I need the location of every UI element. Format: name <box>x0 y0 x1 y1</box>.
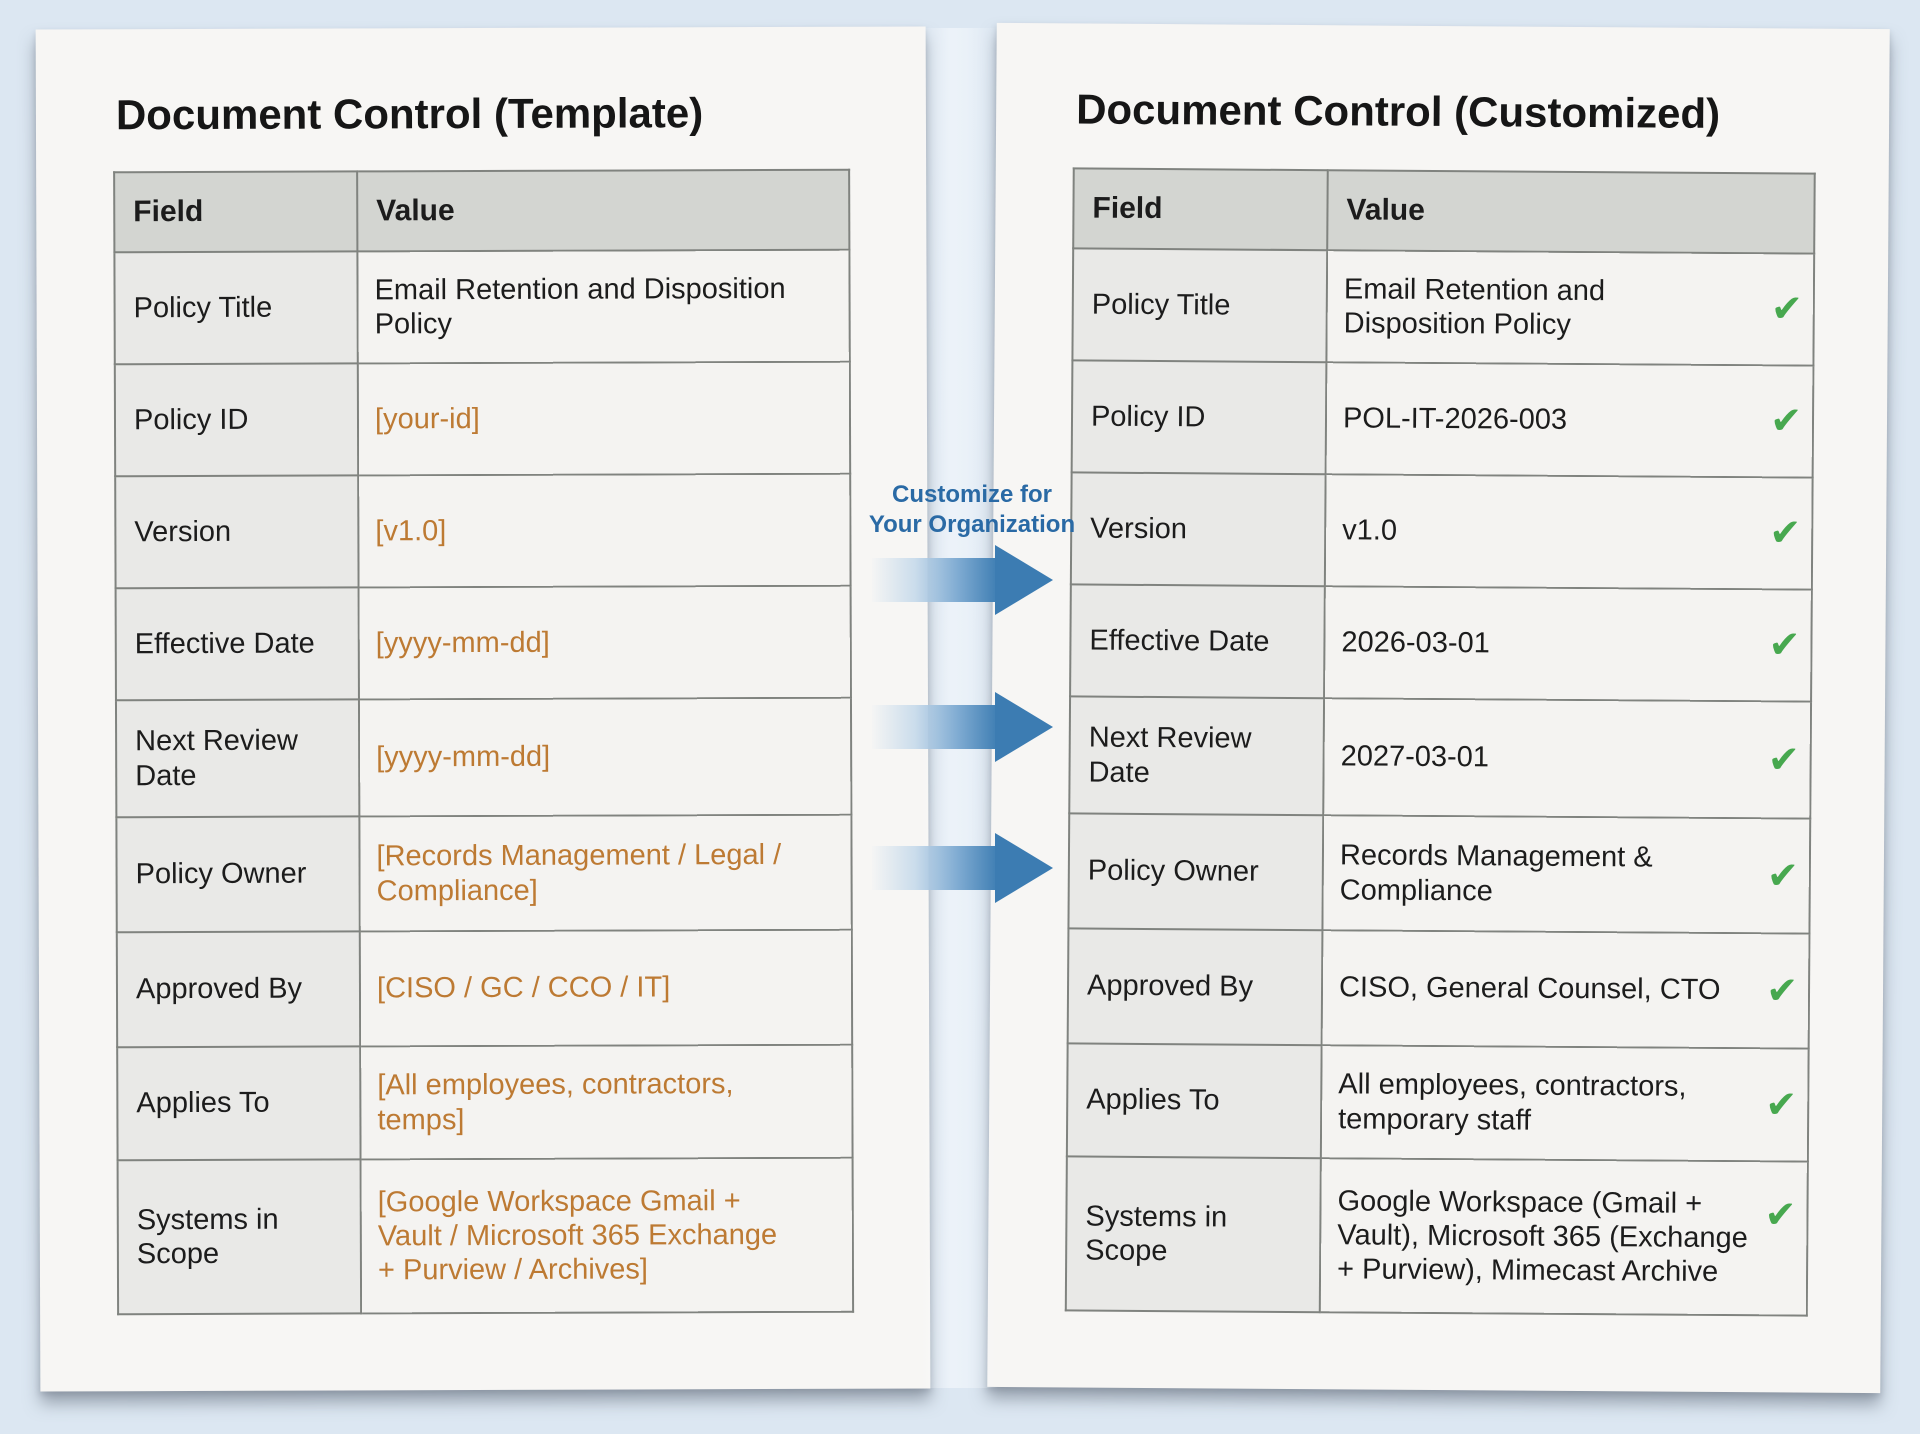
arrow-body <box>872 558 995 602</box>
value-text: 2026-03-01 <box>1341 626 1490 660</box>
table-row: Policy ID POL-IT-2026-003 ✔ <box>1071 360 1814 478</box>
field-label: Effective Date <box>115 587 359 701</box>
column-header-value: Value <box>1327 170 1815 254</box>
field-value: 2027-03-01 ✔ <box>1323 698 1812 819</box>
table-row: Approved By [CISO / GC / CCO / IT] <box>116 929 853 1048</box>
check-icon: ✔ <box>1768 624 1801 667</box>
table-row: Policy ID [your-id] <box>114 361 851 477</box>
column-header-value: Value <box>357 169 850 252</box>
arrow-body <box>872 705 995 749</box>
arrow-body <box>872 846 995 890</box>
value-text: All employees, contractors, temporary st… <box>1338 1068 1687 1137</box>
field-label: Applies To <box>117 1046 361 1161</box>
check-icon: ✔ <box>1770 400 1803 443</box>
template-title: Document Control (Template) <box>115 89 704 139</box>
table-header-row: Field Value <box>114 169 850 253</box>
customize-label: Customize for Your Organization <box>868 481 1076 538</box>
value-text: Records Management & Compliance <box>1339 839 1653 907</box>
arrow-head <box>995 692 1053 762</box>
field-label: Policy Owner <box>116 816 360 933</box>
field-label: Systems in Scope <box>1065 1156 1321 1313</box>
check-icon: ✔ <box>1766 969 1799 1013</box>
check-icon: ✔ <box>1766 854 1799 898</box>
field-value: CISO, General Counsel, CTO ✔ <box>1321 930 1810 1049</box>
check-icon: ✔ <box>1769 512 1802 555</box>
table-row: Next Review Date 2027-03-01 ✔ <box>1069 696 1812 819</box>
arrow-head <box>995 545 1053 615</box>
table-row: Next Review Date [yyyy-mm-dd] <box>115 697 852 818</box>
check-icon: ✔ <box>1770 288 1803 331</box>
template-page: Document Control (Template) Field Value … <box>35 26 931 1392</box>
field-value: v1.0 ✔ <box>1324 474 1813 590</box>
field-value: [yyyy-mm-dd] <box>358 585 851 700</box>
right-arrow-icon <box>872 833 1053 903</box>
value-text: v1.0 <box>1342 514 1398 547</box>
value-text: POL-IT-2026-003 <box>1342 402 1568 436</box>
value-text: Email Retention and Disposition Policy <box>1343 273 1606 341</box>
table-row: Policy Title Email Retention and Disposi… <box>1072 248 1815 366</box>
field-value: [Google Workspace Gmail + Vault / Micros… <box>360 1157 854 1314</box>
table-row: Systems in Scope [Google Workspace Gmail… <box>117 1157 854 1315</box>
field-value: 2026-03-01 ✔ <box>1324 586 1812 702</box>
table-row: Policy Owner [Records Management / Legal… <box>116 814 852 933</box>
field-label: Next Review Date <box>115 699 360 818</box>
table-row: Systems in Scope Google Workspace (Gmail… <box>1065 1156 1808 1316</box>
field-value: [CISO / GC / CCO / IT] <box>359 929 853 1047</box>
field-label: Policy Title <box>1072 248 1328 363</box>
field-label: Applies To <box>1066 1043 1322 1159</box>
value-text: Google Workspace (Gmail + Vault), Micros… <box>1336 1184 1748 1289</box>
field-label: Policy ID <box>114 363 359 477</box>
column-header-field: Field <box>1073 168 1328 251</box>
field-label: Approved By <box>1067 928 1323 1046</box>
table-row: Policy Title Email Retention and Disposi… <box>114 249 850 365</box>
field-label: Version <box>115 475 359 589</box>
field-value: [Records Management / Legal / Compliance… <box>359 814 852 932</box>
table-row: Effective Date 2026-03-01 ✔ <box>1070 584 1812 702</box>
table-row: Effective Date [yyyy-mm-dd] <box>115 585 851 701</box>
arrow-head <box>995 833 1053 903</box>
customized-title: Document Control (Customized) <box>1076 85 1721 137</box>
field-label: Effective Date <box>1070 584 1325 699</box>
table-row: Applies To All employees, contractors, t… <box>1066 1043 1809 1162</box>
field-value: All employees, contractors, temporary st… <box>1320 1045 1809 1162</box>
field-label: Policy ID <box>1071 360 1327 475</box>
right-arrow-icon <box>872 692 1053 762</box>
template-table: Field Value Policy Title Email Retention… <box>113 169 854 1316</box>
field-label: Policy Title <box>114 251 358 365</box>
field-label: Policy Owner <box>1068 813 1324 931</box>
field-label: Next Review Date <box>1069 696 1325 816</box>
table-row: Version [v1.0] <box>115 473 851 589</box>
value-text: 2027-03-01 <box>1340 740 1490 774</box>
column-header-field: Field <box>114 171 358 253</box>
table-row: Policy Owner Records Management & Compli… <box>1068 813 1811 934</box>
field-value: Email Retention and Disposition Policy <box>357 249 850 364</box>
table-header-row: Field Value <box>1073 168 1815 254</box>
customized-page: Document Control (Customized) Field Valu… <box>987 22 1890 1394</box>
check-icon: ✔ <box>1767 738 1800 782</box>
field-value: Records Management & Compliance ✔ <box>1322 815 1811 934</box>
field-value: Email Retention and Disposition Policy ✔ <box>1326 250 1815 366</box>
right-arrow-icon <box>872 545 1053 615</box>
field-value: [yyyy-mm-dd] <box>358 697 852 817</box>
check-icon: ✔ <box>1765 1083 1798 1127</box>
field-label: Approved By <box>116 931 361 1048</box>
field-value: [v1.0] <box>358 473 851 588</box>
field-value: [your-id] <box>357 361 851 476</box>
table-row: Approved By CISO, General Counsel, CTO ✔ <box>1067 928 1810 1049</box>
field-value: Google Workspace (Gmail + Vault), Micros… <box>1319 1158 1808 1316</box>
field-value: POL-IT-2026-003 ✔ <box>1325 362 1814 478</box>
check-icon: ✔ <box>1764 1194 1797 1237</box>
table-row: Applies To [All employees, contractors, … <box>117 1044 853 1161</box>
customized-table: Field Value Policy Title Email Retention… <box>1065 167 1816 1316</box>
value-text: CISO, General Counsel, CTO <box>1338 971 1721 1007</box>
table-row: Version v1.0✔ <box>1070 472 1813 590</box>
field-value: [All employees, contractors, temps] <box>360 1044 853 1160</box>
field-label: Systems in Scope <box>117 1159 362 1315</box>
